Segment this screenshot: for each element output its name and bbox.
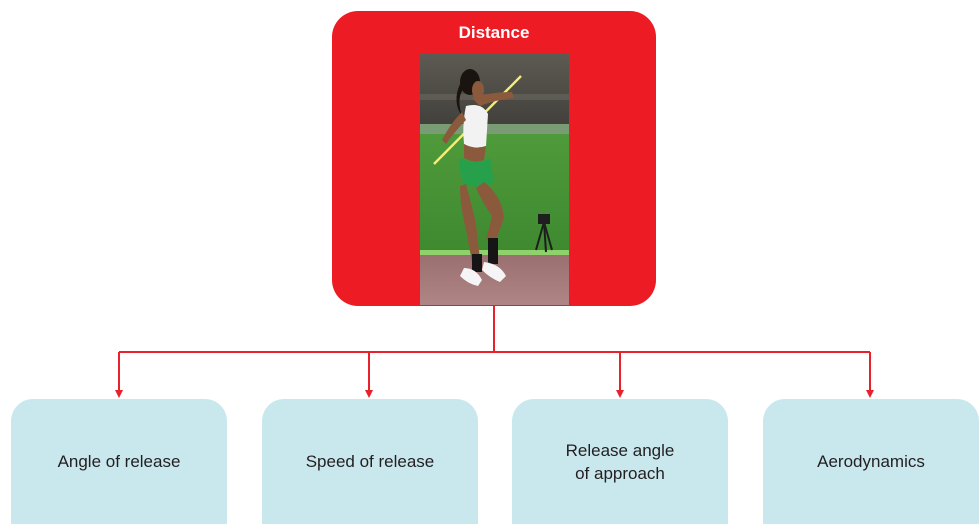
root-node-title: Distance xyxy=(458,23,530,42)
child-node-speed-of-release: Speed of release xyxy=(262,399,478,524)
child-node-label: Angle of release xyxy=(57,452,181,471)
child-node-angle-of-release: Angle of release xyxy=(11,399,227,524)
child-node-label: Aerodynamics xyxy=(817,452,925,471)
child-node-release-angle-of-approach: Release angle of approach xyxy=(512,399,728,524)
child-node-aerodynamics: Aerodynamics xyxy=(763,399,979,524)
javelin-thrower-photo xyxy=(420,54,569,305)
child-node-label: Release angle of approach xyxy=(565,440,675,483)
child-node-label: Speed of release xyxy=(305,452,435,471)
root-node-distance: Distance xyxy=(332,11,656,306)
